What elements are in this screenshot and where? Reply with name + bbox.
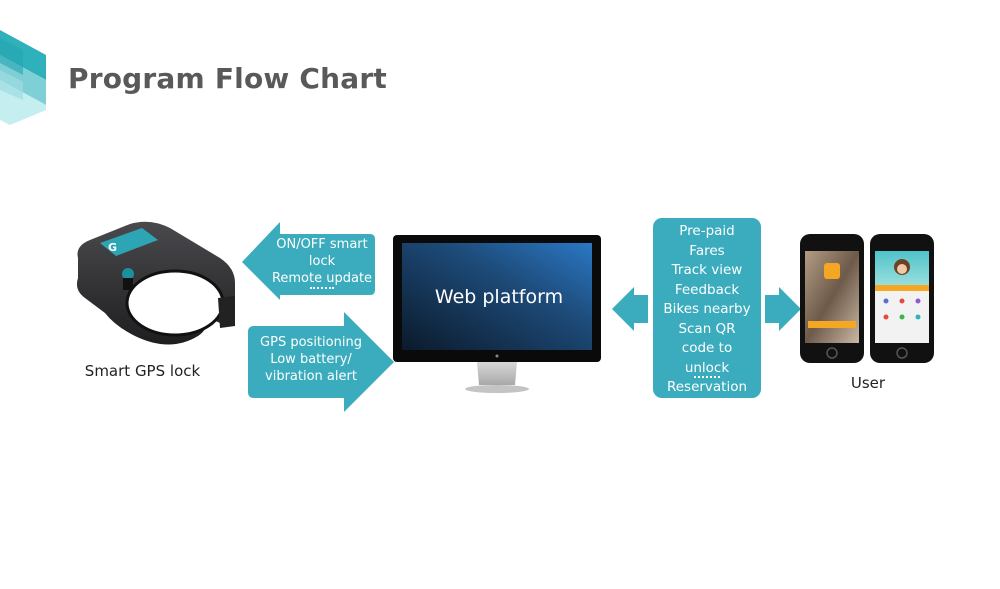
feature-item: Fares [689,242,725,259]
arrow-text-line: vibration alert [265,369,357,384]
feature-item: Feedback [674,281,740,298]
arrow-lock-to-platform-text: GPS positioning Low battery/ vibration a… [252,334,370,385]
arrow-to-user-icon [765,287,801,331]
arrow-lock-to-platform [248,312,394,412]
feature-item: Track view [671,262,743,278]
feature-item: Reservation [666,379,748,395]
page-title: Program Flow Chart [68,62,387,95]
phone-login-screen [800,234,864,363]
arrow-platform-to-lock [242,222,375,300]
arrow-platform-to-lock-text: ON/OFF smart lock Remote update [266,236,378,289]
feature-item: Pre-paid [679,223,735,239]
smartphones-image [800,234,934,363]
feature-item: code to [681,340,733,356]
feature-item: Scan QR [678,320,736,337]
monitor-image [393,235,601,393]
feature-item: unlock [684,359,730,376]
features-box [653,218,761,398]
phone-profile-screen [870,234,934,363]
arrow-text-line: GPS positioning [260,335,362,350]
lock-label: Smart GPS lock [84,362,201,380]
platform-label: Web platform [434,286,564,308]
arrow-text-line: Remote update [271,271,373,286]
svg-text:G: G [108,241,117,254]
feature-item: Bikes nearby [663,301,751,317]
features-list: Pre-paid Fares Track view Feedback Bikes… [653,222,761,398]
ellipsis-mark [694,374,720,378]
corner-decoration [0,30,46,125]
smart-lock-image: G [76,221,235,345]
arrow-text-line: lock [308,254,336,269]
arrow-text-line: ON/OFF smart [276,237,368,252]
ellipsis-mark [310,285,334,289]
user-label: User [850,374,886,392]
arrow-text-line: Low battery/ [270,352,352,367]
arrow-to-platform-icon [612,287,648,331]
